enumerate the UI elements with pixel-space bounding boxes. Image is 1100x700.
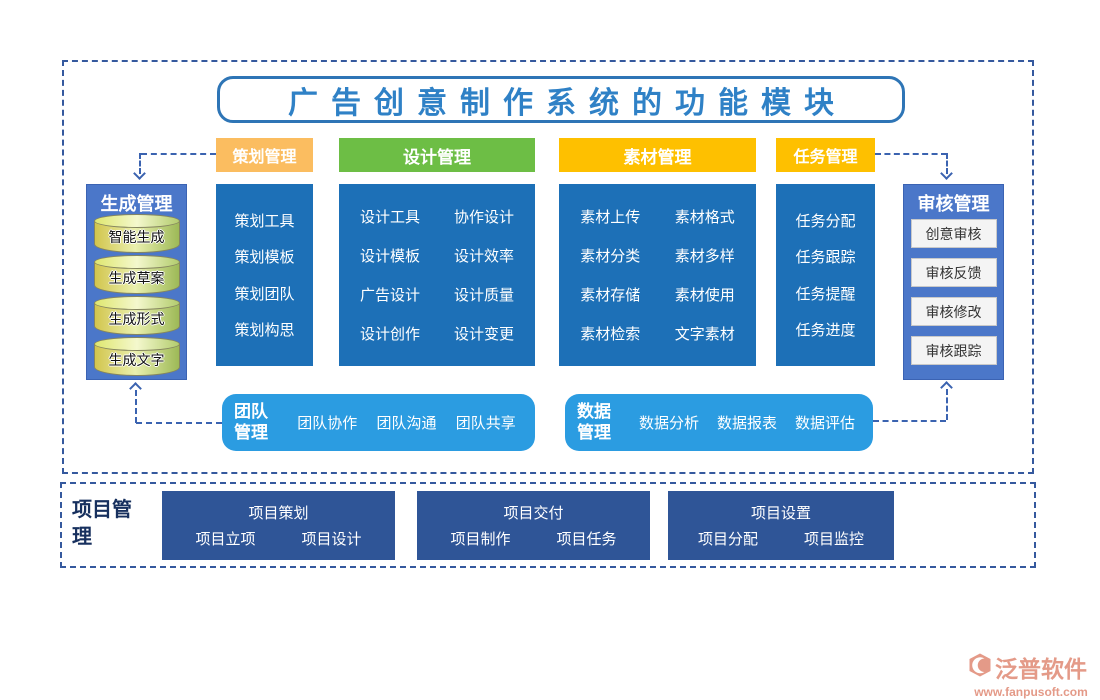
- band-label: 团队管理: [234, 402, 268, 442]
- module-item[interactable]: 任务进度: [795, 322, 856, 340]
- review-item[interactable]: 审核跟踪: [910, 336, 997, 365]
- project-item[interactable]: 项目制作: [450, 531, 511, 548]
- cylinder-label: 智能生成: [108, 229, 165, 245]
- planning-module-list: 策划工具 策划模板 策划团队 策划构思: [216, 184, 313, 366]
- modules-dashed-container: [62, 60, 1034, 474]
- database-cylinder-icon[interactable]: 生成形式: [93, 296, 180, 335]
- panel-title: 审核管理: [917, 194, 990, 214]
- cylinder-top: [93, 296, 180, 310]
- cylinder-top: [93, 337, 180, 351]
- header-task-management[interactable]: 任务管理: [776, 138, 875, 172]
- module-item[interactable]: 素材格式: [674, 209, 735, 226]
- module-item[interactable]: 设计模板: [359, 248, 420, 265]
- project-group-title: 项目策划: [248, 505, 309, 522]
- module-item[interactable]: 协作设计: [453, 209, 514, 226]
- review-item[interactable]: 审核修改: [910, 297, 997, 326]
- header-planning-management[interactable]: 策划管理: [216, 138, 313, 172]
- module-item[interactable]: 设计工具: [359, 209, 420, 226]
- logo-url[interactable]: www.fanpusoft.com: [974, 685, 1088, 699]
- connector-planning-to-generation-h: [141, 153, 216, 155]
- project-item[interactable]: 项目设计: [301, 531, 362, 548]
- cylinder-label: 生成草案: [108, 270, 165, 286]
- asset-module-list: 素材上传 素材格式 素材分类 素材多样 素材存储 素材使用 素材检索 文字素材: [559, 184, 756, 366]
- module-item[interactable]: 设计创作: [359, 326, 420, 343]
- module-item[interactable]: 广告设计: [359, 287, 420, 304]
- project-group-settings: 项目设置 项目分配 项目监控: [668, 491, 894, 560]
- cylinder-label: 生成文字: [108, 352, 165, 368]
- module-item[interactable]: 文字素材: [674, 326, 735, 343]
- project-item[interactable]: 项目分配: [697, 531, 758, 548]
- panel-title: 生成管理: [100, 194, 173, 214]
- band-item[interactable]: 数据评估: [794, 415, 855, 432]
- header-asset-management[interactable]: 素材管理: [559, 138, 756, 172]
- generation-management-panel: 生成管理 智能生成 生成草案 生成形式 生成文字: [86, 184, 187, 380]
- fanpu-logo-icon: [968, 653, 992, 682]
- module-item[interactable]: 设计变更: [453, 326, 514, 343]
- project-group-title: 项目设置: [750, 505, 811, 522]
- band-item[interactable]: 团队协作: [297, 415, 358, 432]
- connector-data-to-review-v: [946, 389, 948, 420]
- header-label: 任务管理: [793, 149, 858, 166]
- module-item[interactable]: 设计质量: [453, 287, 514, 304]
- project-management-label: 项目管理: [72, 499, 132, 548]
- page-title: 广告创意制作系统的功能模块: [288, 86, 847, 120]
- database-cylinder-icon[interactable]: 生成草案: [93, 255, 180, 294]
- diagram-title-box: 广告创意制作系统的功能模块: [217, 76, 905, 123]
- connector-team-to-generation-v: [135, 390, 137, 423]
- connector-task-to-review-v: [946, 153, 948, 174]
- header-label: 策划管理: [232, 149, 297, 166]
- project-dashed-container: [60, 482, 1036, 568]
- task-module-list: 任务分配 任务跟踪 任务提醒 任务进度: [776, 184, 875, 366]
- fanpu-logo: 泛普软件 www.fanpusoft.com: [968, 650, 1094, 699]
- review-item[interactable]: 审核反馈: [910, 258, 997, 287]
- project-item[interactable]: 项目监控: [804, 531, 865, 548]
- logo-name: 泛普软件: [995, 656, 1087, 682]
- connector-team-to-generation-h: [136, 422, 222, 424]
- database-cylinder-icon[interactable]: 智能生成: [93, 214, 180, 253]
- module-item[interactable]: 素材使用: [674, 287, 735, 304]
- data-management-band: 数据管理 数据分析 数据报表 数据评估: [565, 394, 873, 451]
- module-item[interactable]: 素材多样: [674, 248, 735, 265]
- band-item[interactable]: 数据报表: [716, 415, 777, 432]
- header-design-management[interactable]: 设计管理: [339, 138, 535, 172]
- connector-task-to-review-h: [875, 153, 947, 155]
- module-item[interactable]: 素材检索: [580, 326, 641, 343]
- module-item[interactable]: 任务跟踪: [795, 249, 856, 267]
- band-item[interactable]: 团队共享: [455, 415, 516, 432]
- project-group-planning: 项目策划 项目立项 项目设计: [162, 491, 395, 560]
- header-label: 设计管理: [403, 147, 471, 167]
- band-label: 数据管理: [577, 402, 611, 442]
- module-item[interactable]: 策划模板: [234, 249, 295, 267]
- module-item[interactable]: 素材存储: [580, 287, 641, 304]
- cylinder-top: [93, 214, 180, 228]
- project-group-title: 项目交付: [503, 505, 564, 522]
- module-item[interactable]: 任务分配: [795, 212, 856, 230]
- team-management-band: 团队管理 团队协作 团队沟通 团队共享: [222, 394, 535, 451]
- module-item[interactable]: 策划构思: [234, 322, 295, 340]
- cylinder-label: 生成形式: [108, 311, 165, 327]
- module-item[interactable]: 策划工具: [234, 212, 295, 230]
- design-module-list: 设计工具 协作设计 设计模板 设计效率 广告设计 设计质量 设计创作 设计变更: [339, 184, 535, 366]
- connector-data-to-review-h: [873, 420, 946, 422]
- review-item[interactable]: 创意审核: [910, 219, 997, 248]
- header-label: 素材管理: [623, 147, 692, 167]
- connector-planning-to-generation-v: [139, 153, 141, 174]
- band-item[interactable]: 团队沟通: [376, 415, 437, 432]
- review-management-panel: 审核管理 创意审核 审核反馈 审核修改 审核跟踪: [903, 184, 1004, 380]
- cylinder-body: [93, 303, 180, 335]
- module-item[interactable]: 设计效率: [453, 248, 514, 265]
- project-item[interactable]: 项目任务: [556, 531, 617, 548]
- band-item[interactable]: 数据分析: [638, 415, 699, 432]
- database-cylinder-icon[interactable]: 生成文字: [93, 337, 180, 376]
- module-item[interactable]: 策划团队: [234, 285, 295, 303]
- cylinder-top: [93, 255, 180, 269]
- project-group-delivery: 项目交付 项目制作 项目任务: [417, 491, 650, 560]
- module-item[interactable]: 素材分类: [580, 248, 641, 265]
- module-item[interactable]: 任务提醒: [795, 285, 856, 303]
- module-item[interactable]: 素材上传: [580, 209, 641, 226]
- project-item[interactable]: 项目立项: [195, 531, 256, 548]
